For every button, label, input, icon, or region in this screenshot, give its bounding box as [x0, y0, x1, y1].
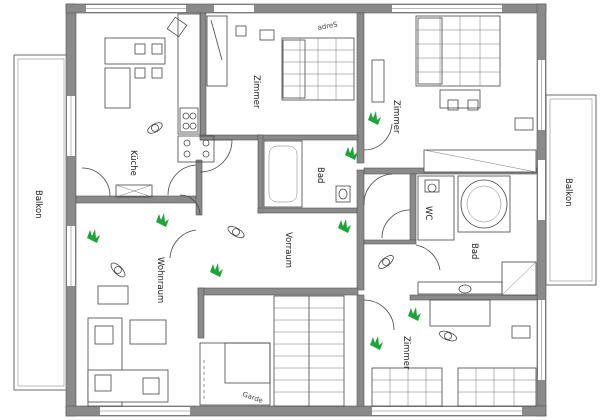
label-zimmer-top-left: Zimmer	[251, 75, 261, 109]
room-bad-right	[417, 149, 537, 296]
annotation-top-edge: adreS	[317, 20, 339, 31]
label-balkon-left: Balkon	[33, 190, 43, 219]
label-bad-right: Bad	[469, 243, 479, 259]
wardrobe	[199, 342, 271, 406]
label-kueche: Küche	[128, 150, 138, 176]
person-icons	[110, 122, 457, 342]
label-balkon-right: Balkon	[563, 178, 573, 207]
balcony-left	[13, 54, 69, 391]
room-bad-small	[263, 140, 351, 208]
room-zimmer-bottom-right	[371, 299, 537, 407]
kitchen-area	[104, 13, 215, 198]
label-wc: WC	[423, 206, 433, 220]
label-zimmer-top-right: Zimmer	[391, 100, 401, 134]
label-vorraum: Vorraum	[283, 232, 293, 268]
doors	[81, 123, 441, 331]
label-zimmer-bottom-right: Zimmer	[401, 336, 411, 370]
label-bad-small: Bad	[315, 167, 325, 183]
room-zimmer-top-right	[371, 15, 534, 131]
stairs	[273, 295, 345, 407]
room-zimmer-top-left	[206, 15, 355, 101]
outer-walls	[65, 3, 547, 417]
label-wohnraum: Wohnraum	[155, 257, 165, 303]
room-wohnraum	[87, 285, 169, 407]
plant-icons	[87, 111, 421, 350]
